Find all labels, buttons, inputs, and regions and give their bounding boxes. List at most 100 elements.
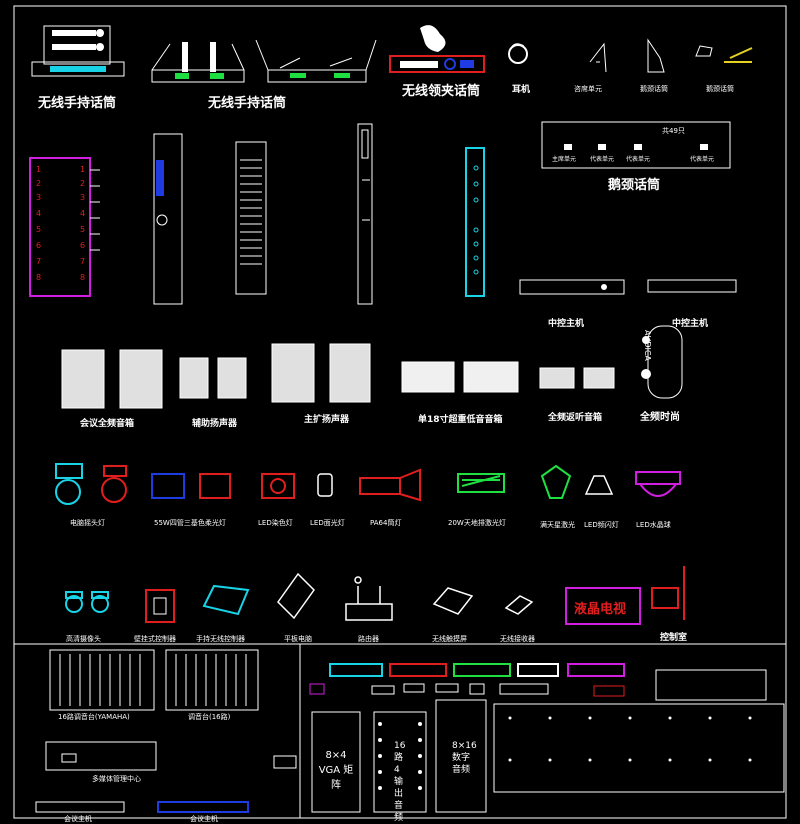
small-icons-row xyxy=(309,669,767,701)
svg-text:8: 8 xyxy=(80,273,85,282)
wireless-handheld-receiver-2 xyxy=(151,39,377,83)
rack-device-3 xyxy=(357,123,373,305)
gooseneck-panel-title: 鹅颈话筒 xyxy=(608,178,661,193)
caption-hd-camera: 高清摄像头 xyxy=(66,635,101,643)
caption-return-speaker: 全频返听音箱 xyxy=(548,413,603,423)
par64-light xyxy=(359,468,421,502)
caption-led-strobe: LED频闪灯 xyxy=(584,521,619,529)
caption-fullcolor-laser: 满天星激光 xyxy=(540,521,575,529)
svg-text:5: 5 xyxy=(36,225,41,234)
led-face-light xyxy=(317,473,333,497)
main-speakers xyxy=(271,343,371,403)
gooseneck-panel-frame xyxy=(541,121,731,169)
aux-speakers xyxy=(179,357,247,399)
return-speakers xyxy=(539,367,615,389)
caption-multimedia-center: 多媒体管理中心 xyxy=(92,775,141,783)
svg-text:3: 3 xyxy=(36,193,41,202)
fullcolor-laser xyxy=(540,464,572,499)
led-dye-light xyxy=(261,473,295,499)
caption-crystal-ball: LED水晶球 xyxy=(636,521,671,529)
svg-text:3: 3 xyxy=(80,193,85,202)
rack-strip-top xyxy=(329,663,625,677)
caption-wall-controller: 壁挂式控制器 xyxy=(134,635,176,643)
mixer-yamaha xyxy=(49,649,155,711)
svg-text:5: 5 xyxy=(80,225,85,234)
svg-text:6: 6 xyxy=(36,241,41,250)
svg-text:2: 2 xyxy=(80,179,85,188)
wall-controller-icon xyxy=(145,589,175,623)
lcd-tv-frame xyxy=(565,587,641,625)
rack-device-2 xyxy=(235,141,267,295)
caption-par64: PA64筒灯 xyxy=(370,519,402,527)
conference-host-boxes xyxy=(35,801,249,813)
sheet-border xyxy=(13,5,787,819)
fullrange-fashion-speaker xyxy=(641,325,683,399)
audio-matrix-8x16-label: 8×16数字音频 xyxy=(452,741,477,775)
subwoofers xyxy=(401,361,519,393)
led-strobe xyxy=(584,475,614,495)
rack-device-1 xyxy=(153,133,183,305)
caption-led-face: LED面光灯 xyxy=(310,519,345,527)
caption-moving-head: 电脑摇头灯 xyxy=(70,519,105,527)
vga-matrix-label: 8×4 VGA 矩阵 xyxy=(318,750,354,791)
gooseneck-mic-icons xyxy=(647,38,753,73)
wireless-touchscreen-icon xyxy=(432,587,474,615)
caption-gooseneck-a: 鹅颈话筒 xyxy=(640,85,668,93)
svg-text:8: 8 xyxy=(36,273,41,282)
svg-text:7: 7 xyxy=(80,257,85,266)
caption-fullrange-fashion: 全频时尚 xyxy=(640,412,680,423)
matrix-led-dots xyxy=(378,716,752,790)
caption-wireless-touch: 无线触摸屏 xyxy=(432,635,467,643)
caption-router: 路由器 xyxy=(358,635,379,643)
earphone-icon xyxy=(508,43,528,64)
gooseneck-unit-1: 主席单元 xyxy=(552,156,577,163)
wireless-handheld-receiver-1 xyxy=(31,25,125,77)
caption-laser: 20W天地排激光灯 xyxy=(448,519,506,527)
caption-wireless-handheld-1: 无线手持话筒 xyxy=(38,96,117,111)
conference-speakers xyxy=(61,349,163,409)
tricolor-light xyxy=(151,473,231,499)
svg-text:7: 7 xyxy=(36,257,41,266)
caption-led-dye: LED染色灯 xyxy=(258,519,293,527)
rack-device-4 xyxy=(465,147,485,297)
caption-mixer-16ch: 调音台(16路) xyxy=(188,713,231,721)
caption-wireless-receiver: 无线接收器 xyxy=(500,635,535,643)
caption-wireless-lapel: 无线领夹话筒 xyxy=(402,84,481,99)
caption-subwoofer: 单18寸超重低音音箱 xyxy=(418,415,503,425)
caption-central-host-1: 中控主机 xyxy=(548,319,585,329)
svg-text:4: 4 xyxy=(80,209,85,218)
caption-wireless-controller: 手持无线控制器 xyxy=(196,635,245,643)
caption-conference-host-2: 会议主机 xyxy=(190,815,218,823)
laser-light xyxy=(457,473,505,493)
crystal-ball-light xyxy=(635,471,681,497)
caption-wireless-handheld-2: 无线手持话筒 xyxy=(208,96,287,111)
central-control-host-1 xyxy=(519,279,625,295)
svg-text:6: 6 xyxy=(80,241,85,250)
matrix-frames xyxy=(311,699,785,813)
audio-matrix-16x4-label: 16路4输出音频 xyxy=(394,741,406,823)
digital-outlet-panel: 1 2 3 4 5 6 7 8 1 2 3 4 5 6 7 8 xyxy=(29,157,100,297)
caption-conference-speaker: 会议全频音箱 xyxy=(80,419,135,429)
caption-tricolor: 55W四管三基色柔光灯 xyxy=(154,519,226,527)
console-station-icon xyxy=(651,566,685,620)
multimedia-center-box xyxy=(45,741,157,771)
delegate-unit-icon xyxy=(589,42,607,73)
moving-head-light-red xyxy=(101,465,127,503)
svg-text:2: 2 xyxy=(36,179,41,188)
caption-main-speaker: 主扩扬声器 xyxy=(304,415,350,425)
hd-camera-icons xyxy=(65,591,109,613)
svg-text:1: 1 xyxy=(80,165,85,174)
gooseneck-panel-total: 共49只 xyxy=(662,127,685,135)
svg-text:4: 4 xyxy=(36,209,41,218)
caption-console-station: 控制室 xyxy=(660,633,688,643)
router-icon xyxy=(345,576,393,621)
caption-gooseneck-b: 鹅颈话筒 xyxy=(706,85,734,93)
svg-text:1: 1 xyxy=(36,165,41,174)
gooseneck-unit-2: 代表单元 xyxy=(590,156,615,163)
moving-head-light-cyan xyxy=(55,463,83,505)
gooseneck-panel-icons xyxy=(564,144,708,150)
caption-delegate-unit: 咨席单元 xyxy=(574,85,602,93)
mixer-16ch xyxy=(165,649,259,711)
